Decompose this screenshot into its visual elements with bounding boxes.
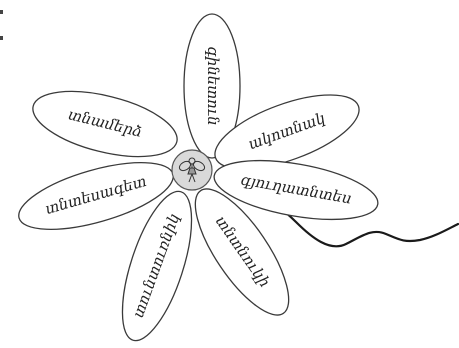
- petal-label-top: գինետուն: [204, 46, 222, 125]
- corner-mark: [0, 36, 3, 40]
- petal-upper-left: տնամերձ: [26, 79, 183, 169]
- corner-mark: [0, 10, 3, 14]
